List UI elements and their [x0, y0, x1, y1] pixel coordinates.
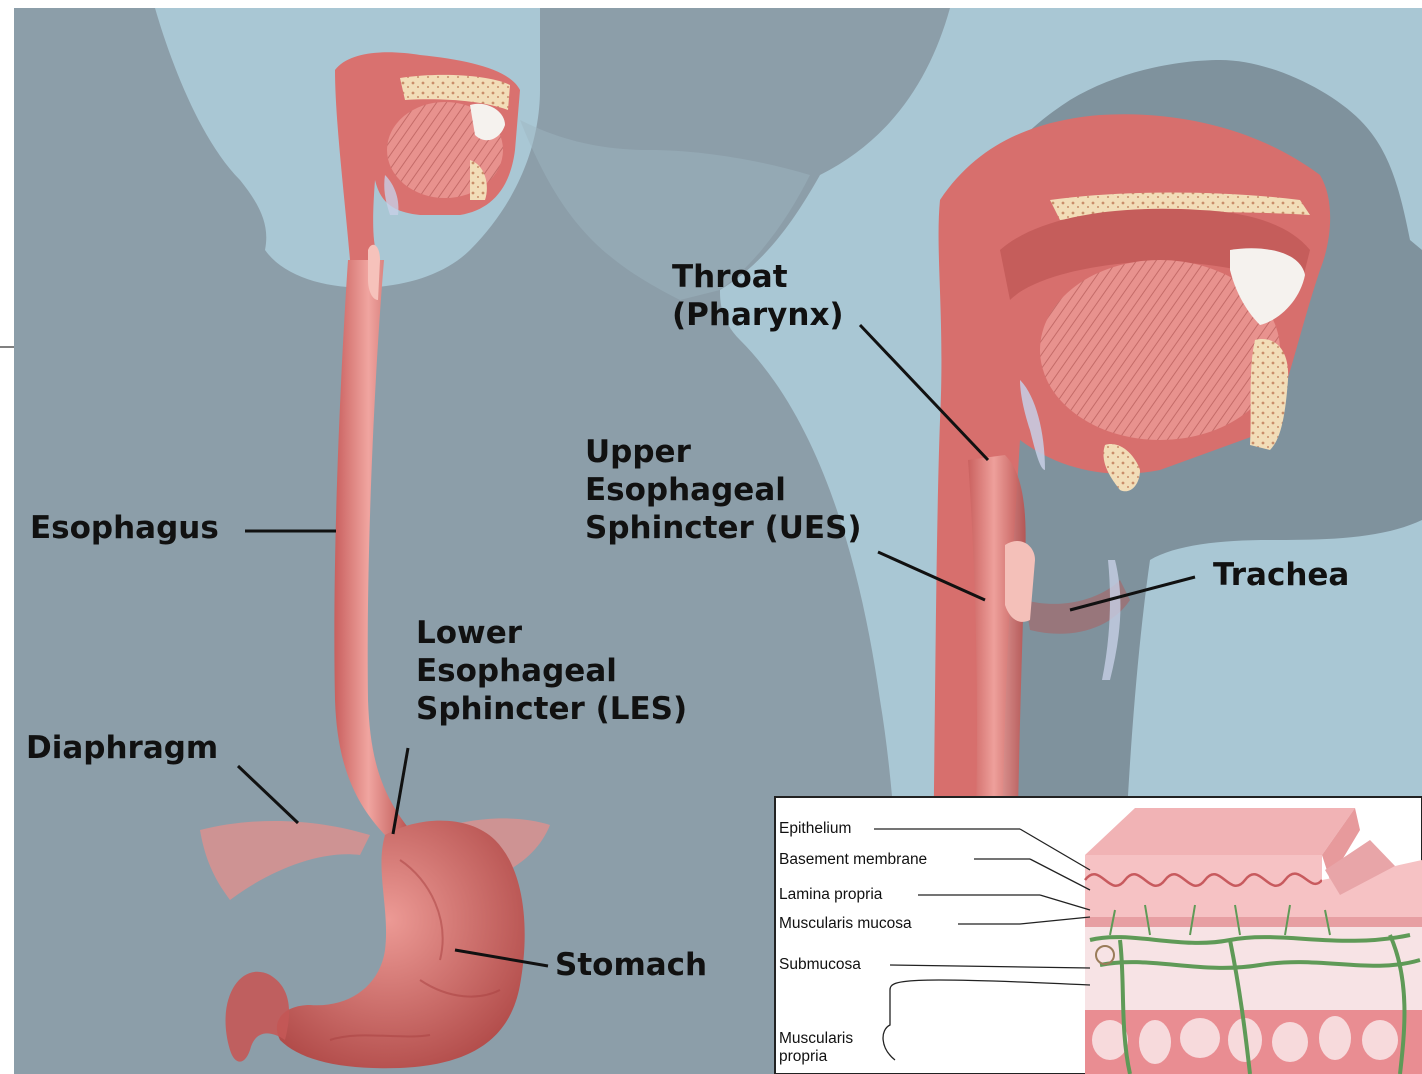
inset-tissue-diagram — [775, 797, 1422, 1074]
label-trachea: Trachea — [1213, 556, 1349, 594]
label-upper-esophageal-sphincter: Upper Esophageal Sphincter (UES) — [585, 433, 862, 547]
label-esophagus: Esophagus — [30, 509, 219, 547]
label-throat: Throat (Pharynx) — [672, 258, 844, 334]
inset-label-muscularis-propria: Muscularis propria — [779, 1030, 853, 1066]
inset-label-submucosa: Submucosa — [779, 956, 861, 974]
label-diaphragm: Diaphragm — [26, 729, 218, 767]
inset-label-lamina-propria: Lamina propria — [779, 886, 882, 904]
label-lower-esophageal-sphincter: Lower Esophageal Sphincter (LES) — [416, 614, 687, 728]
inset-label-muscularis-mucosa: Muscularis mucosa — [779, 915, 912, 933]
label-stomach: Stomach — [555, 946, 707, 984]
inset-label-epithelium: Epithelium — [779, 820, 851, 838]
inset-label-basement-membrane: Basement membrane — [779, 851, 927, 869]
